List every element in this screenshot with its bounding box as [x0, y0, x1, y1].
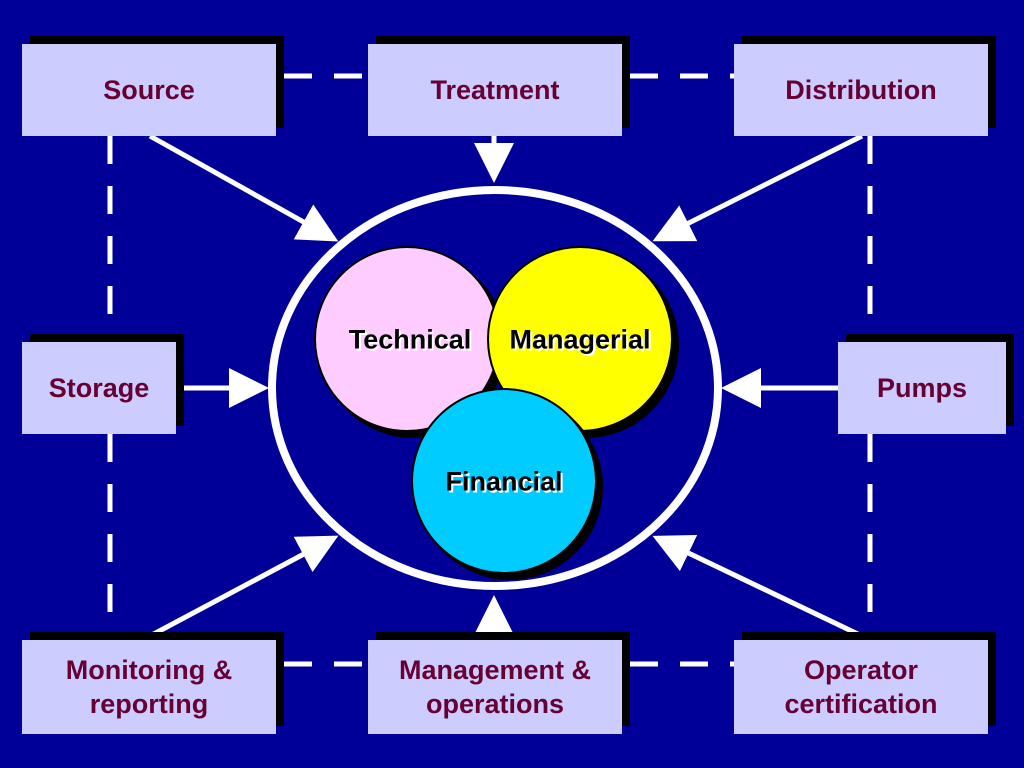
- managerial-label: Managerial: [509, 324, 651, 355]
- arrow-distribution: [652, 133, 864, 242]
- operator-box: Operator certification: [734, 640, 988, 734]
- technical-label: Technical: [348, 324, 472, 355]
- distribution-label: Distribution: [785, 75, 937, 105]
- distribution-box: Distribution: [734, 44, 988, 136]
- treatment-box: Treatment: [368, 44, 622, 136]
- arrow-monitoring: [148, 535, 339, 639]
- management-label: Management & operations: [398, 655, 592, 719]
- venn-circles: [314, 246, 679, 580]
- monitoring-label: Monitoring & reporting: [65, 655, 233, 719]
- source-label: Source: [103, 75, 195, 105]
- arrows: [148, 133, 864, 639]
- source-box: Source: [22, 44, 276, 136]
- pumps-box: Pumps: [838, 342, 1006, 434]
- storage-label: Storage: [48, 373, 150, 403]
- dashed-ring-connectors: [107, 73, 873, 667]
- monitoring-box: Monitoring & reporting: [22, 640, 276, 734]
- treatment-label: Treatment: [430, 75, 560, 105]
- financial-circle: [411, 388, 597, 574]
- storage-box: Storage: [22, 342, 176, 434]
- management-box: Management & operations: [368, 640, 622, 734]
- arrow-source: [148, 133, 339, 242]
- arrow-operator: [652, 535, 864, 639]
- financial-label: Financial: [445, 466, 563, 497]
- pumps-label: Pumps: [876, 373, 968, 403]
- operator-label: Operator certification: [784, 655, 938, 719]
